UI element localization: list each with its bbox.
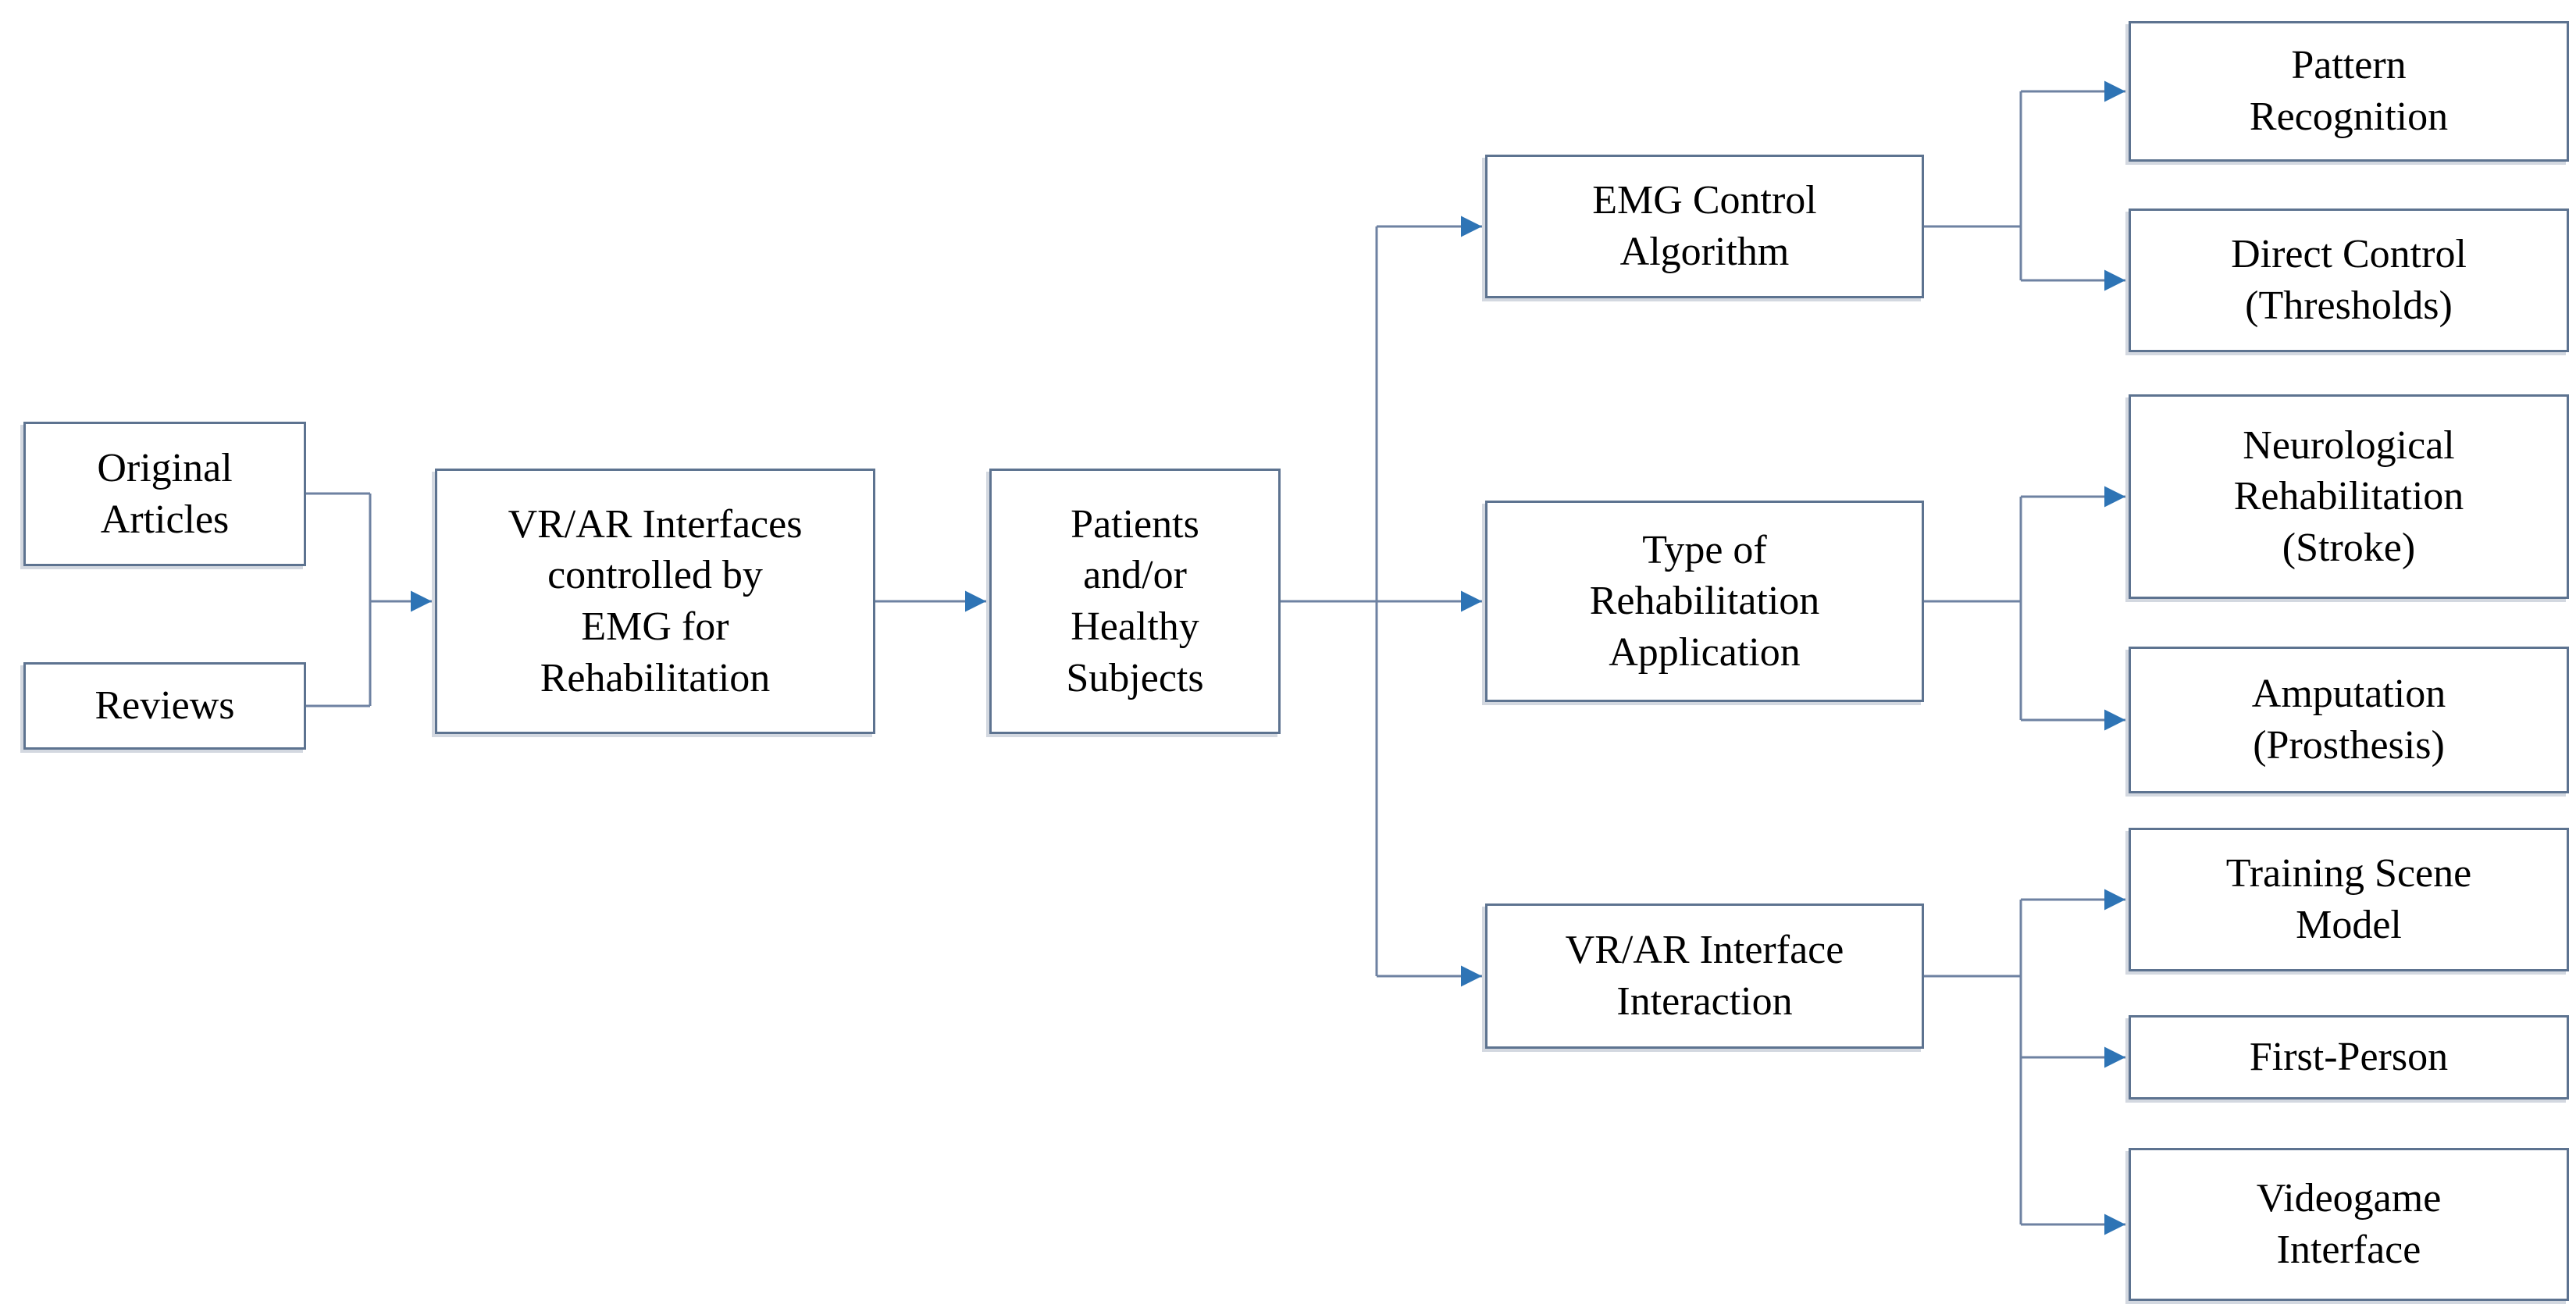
node-original-articles-label: Original Articles [97, 445, 233, 542]
node-patients: Patients and/or Healthy Subjects [989, 469, 1281, 734]
node-neuro-rehab-label: Neurological Rehabilitation (Stroke) [2233, 422, 2464, 570]
node-videogame: Videogame Interface [2129, 1148, 2569, 1301]
node-videogame-label: Videogame Interface [2256, 1176, 2442, 1272]
node-direct-control: Direct Control (Thresholds) [2129, 208, 2569, 352]
node-training-scene: Training Scene Model [2129, 828, 2569, 971]
node-amputation-label: Amputation (Prosthesis) [2251, 672, 2446, 768]
node-vrar-interfaces-label: VR/AR Interfaces controlled by EMG for R… [508, 501, 803, 700]
node-emg-control: EMG Control Algorithm [1485, 155, 1924, 298]
node-first-person-label: First-Person [2249, 1035, 2449, 1080]
node-reviews-label: Reviews [94, 683, 235, 729]
node-pattern-recognition-label: Pattern Recognition [2249, 43, 2449, 139]
node-type-rehab-label: Type of Rehabilitation Application [1589, 527, 1820, 675]
node-first-person: First-Person [2129, 1015, 2569, 1100]
node-patients-label: Patients and/or Healthy Subjects [1066, 501, 1204, 700]
node-reviews: Reviews [23, 662, 306, 750]
node-vrar-interfaces: VR/AR Interfaces controlled by EMG for R… [435, 469, 875, 734]
node-vrar-interaction: VR/AR Interface Interaction [1485, 903, 1924, 1049]
node-emg-control-label: EMG Control Algorithm [1592, 178, 1817, 274]
node-pattern-recognition: Pattern Recognition [2129, 21, 2569, 162]
node-amputation: Amputation (Prosthesis) [2129, 647, 2569, 793]
node-direct-control-label: Direct Control (Thresholds) [2231, 232, 2467, 328]
node-vrar-interaction-label: VR/AR Interface Interaction [1565, 928, 1844, 1024]
node-training-scene-label: Training Scene Model [2225, 851, 2472, 947]
node-original-articles: Original Articles [23, 422, 306, 566]
node-type-rehab: Type of Rehabilitation Application [1485, 501, 1924, 702]
node-neuro-rehab: Neurological Rehabilitation (Stroke) [2129, 394, 2569, 599]
